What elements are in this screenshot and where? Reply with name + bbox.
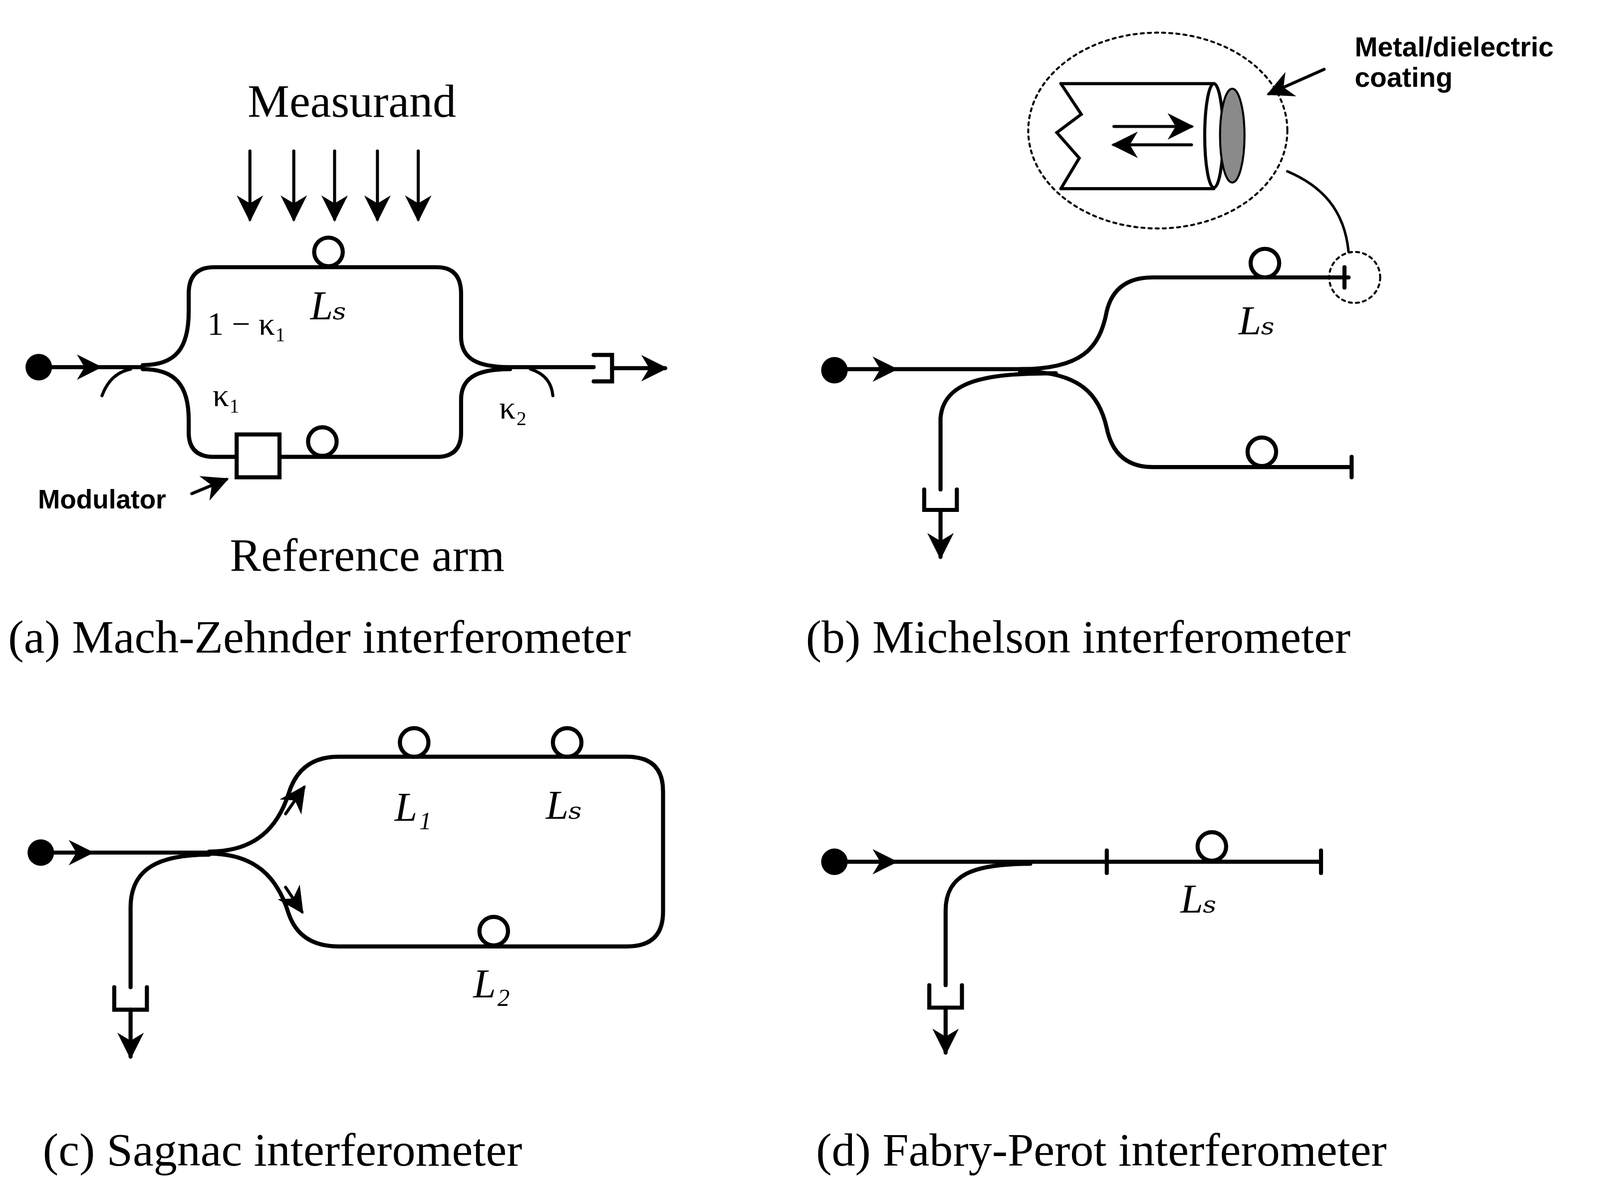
output-arrow <box>943 1007 948 1053</box>
fiber-loop <box>209 757 664 947</box>
reference-arm <box>142 369 511 458</box>
fiber-coil <box>1197 832 1227 861</box>
sagnac <box>27 728 663 1057</box>
length-label: L₂ <box>473 961 511 1007</box>
length-label: L₁ <box>394 785 432 831</box>
arm-label: Reference arm <box>229 530 505 582</box>
light-source <box>27 839 54 866</box>
leader-line <box>1269 69 1325 94</box>
direction-arrow <box>285 887 302 912</box>
direction-arrow <box>79 356 100 378</box>
output-arrow <box>611 366 665 371</box>
output-fiber <box>940 373 1057 490</box>
michelson <box>820 32 1380 557</box>
output-fiber <box>945 863 1031 986</box>
output-arrow <box>938 510 943 557</box>
coating-label: Metal/dielectric coating <box>1354 32 1592 94</box>
length-label: Lₛ <box>545 783 583 829</box>
light-source <box>820 848 848 876</box>
output-arrow <box>128 1010 133 1058</box>
fiber-end-view <box>1061 83 1215 190</box>
fiber-coil <box>314 237 343 267</box>
reference-arm <box>1020 371 1352 468</box>
length-label: Lₛ <box>1238 298 1276 344</box>
mirror <box>1104 850 1109 874</box>
light-source <box>820 356 848 384</box>
light-source <box>25 353 52 381</box>
sensing-arm <box>142 267 594 368</box>
detector <box>114 987 147 1011</box>
detector <box>593 354 613 382</box>
modulator-box <box>236 434 280 478</box>
coupling-label: κ₂ <box>499 390 528 427</box>
fiber-coil <box>399 728 429 757</box>
light-arrow <box>1113 124 1192 128</box>
sensing-arm <box>1020 277 1349 370</box>
direction-arrow <box>875 358 896 380</box>
leader-line <box>1287 171 1349 252</box>
fiber-coil <box>479 917 509 946</box>
fiber <box>846 859 1322 864</box>
detail-circle <box>1329 252 1380 303</box>
mach-zehnder <box>25 151 666 495</box>
coating <box>1220 88 1245 183</box>
input-fiber <box>846 367 1031 372</box>
measurand-arrows <box>250 151 419 220</box>
direction-arrow <box>875 851 896 873</box>
direction-arrow <box>285 787 304 814</box>
fiber-coil <box>1250 249 1280 278</box>
coupler-mark <box>530 369 553 396</box>
figure-caption: (d) Fabry-Perot interferometer <box>815 1124 1387 1177</box>
direction-arrow <box>71 842 92 863</box>
fiber-coil <box>307 427 337 456</box>
detector <box>924 489 957 511</box>
fiber-coil <box>552 728 582 757</box>
coupling-label: κ₁ <box>212 377 241 414</box>
figure-caption: (a) Mach-Zehnder interferometer <box>7 611 631 664</box>
fiber-end <box>1349 457 1354 478</box>
figure-caption: (c) Sagnac interferometer <box>42 1124 523 1177</box>
detector <box>929 985 962 1009</box>
fiber-coil <box>1247 437 1277 467</box>
fabry-perot <box>820 832 1322 1054</box>
mirror <box>1319 850 1324 874</box>
figure-caption: (b) Michelson interferometer <box>805 611 1351 664</box>
length-label: Lₛ <box>1180 877 1217 923</box>
fiber-break <box>1057 83 1082 190</box>
output-fiber <box>130 854 210 988</box>
coupler-mark <box>101 369 131 396</box>
detail-ellipse <box>1028 32 1288 229</box>
coupling-label: 1 − κ₁ <box>207 306 287 343</box>
fiber-end <box>1342 267 1347 288</box>
leader-line <box>191 479 227 495</box>
light-arrow <box>1113 143 1192 147</box>
length-label: Lₛ <box>310 283 347 329</box>
modulator-label: Modulator <box>37 485 167 515</box>
measurand-label: Measurand <box>247 76 457 128</box>
